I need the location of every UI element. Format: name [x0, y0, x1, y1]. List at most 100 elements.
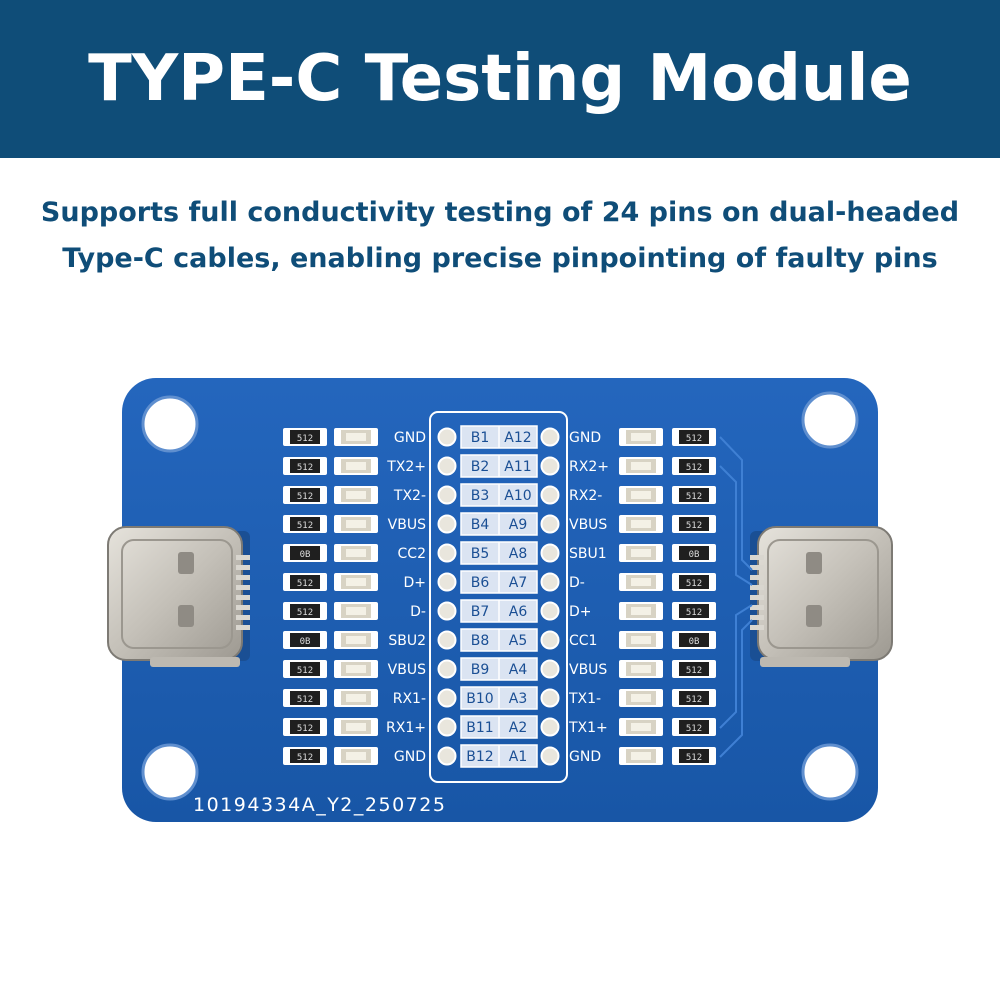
left-signal-label: D+	[403, 575, 426, 591]
a-pin-label: A12	[504, 430, 531, 446]
resistor	[290, 662, 320, 676]
resistor	[290, 488, 320, 502]
right-signal-label: SBU1	[569, 546, 607, 562]
mounting-hole	[141, 743, 199, 801]
resistor	[679, 633, 709, 647]
b-pin-label: B4	[471, 517, 490, 533]
led-lens	[346, 723, 366, 731]
b-pin-label: B7	[471, 604, 490, 620]
right-signal-label: TX1-	[568, 691, 601, 707]
led-lens	[346, 607, 366, 615]
resistor	[290, 720, 320, 734]
led-lens	[631, 723, 651, 731]
pin-header-outline	[429, 411, 568, 783]
solder-pad	[540, 427, 560, 447]
solder-pad	[437, 659, 457, 679]
resistor	[290, 691, 320, 705]
resistor	[679, 459, 709, 473]
usb-c-connector-left	[107, 526, 250, 667]
resistor-marking: 0B	[689, 550, 700, 560]
left-signal-label: TX2+	[386, 459, 426, 475]
led-lens	[631, 433, 651, 441]
pcb-traces	[719, 436, 753, 758]
b-pin-label: B12	[466, 749, 493, 765]
solder-pad	[437, 601, 457, 621]
resistor	[679, 720, 709, 734]
led-lens	[346, 665, 366, 673]
left-signal-label: RX1-	[393, 691, 426, 707]
a-pin-label: A3	[509, 691, 527, 707]
right-signal-label: D-	[569, 575, 585, 591]
led-lens	[346, 433, 366, 441]
left-signal-label: D-	[410, 604, 426, 620]
resistor	[290, 633, 320, 647]
subtitle: Supports full conductivity testing of 24…	[0, 190, 1000, 282]
right-signal-label: VBUS	[569, 662, 607, 678]
resistor-marking: 512	[686, 724, 702, 734]
led-lens	[631, 520, 651, 528]
resistor	[679, 517, 709, 531]
led-lens	[346, 752, 366, 760]
solder-pad	[437, 572, 457, 592]
subtitle-line-2: Type-C cables, enabling precise pinpoint…	[62, 243, 938, 274]
solder-pad	[540, 456, 560, 476]
b-pin-label: B11	[466, 720, 493, 736]
solder-pad	[437, 514, 457, 534]
solder-pad	[437, 456, 457, 476]
resistor-marking: 512	[297, 579, 313, 589]
left-signal-label: VBUS	[388, 517, 426, 533]
resistor	[679, 604, 709, 618]
left-signal-label: SBU2	[388, 633, 426, 649]
resistor	[679, 662, 709, 676]
a-pin-label: A2	[509, 720, 527, 736]
resistor-marking: 512	[297, 608, 313, 618]
b-pin-label: B8	[471, 633, 490, 649]
resistor-marking: 512	[686, 579, 702, 589]
usb-c-connector-right	[750, 526, 893, 667]
resistor-marking: 512	[686, 463, 702, 473]
right-signal-label: GND	[569, 430, 601, 446]
led-lens	[346, 578, 366, 586]
resistor-marking: 512	[297, 695, 313, 705]
a-pin-label: A11	[504, 459, 531, 475]
resistor-marking: 512	[297, 463, 313, 473]
led-lens	[631, 491, 651, 499]
resistor	[290, 749, 320, 763]
led-lens	[346, 549, 366, 557]
resistor-marking: 512	[686, 666, 702, 676]
solder-pad	[540, 746, 560, 766]
resistor	[290, 604, 320, 618]
a-pin-label: A6	[509, 604, 528, 620]
resistor	[290, 546, 320, 560]
b-pin-label: B3	[471, 488, 490, 504]
resistor	[679, 488, 709, 502]
solder-pad	[540, 717, 560, 737]
a-pin-label: A7	[509, 575, 527, 591]
led-lens	[631, 752, 651, 760]
resistor-marking: 0B	[689, 637, 700, 647]
resistor-marking: 0B	[300, 550, 311, 560]
led-lens	[631, 578, 651, 586]
led-lens	[631, 549, 651, 557]
led-lens	[346, 636, 366, 644]
a-pin-label: A5	[509, 633, 527, 649]
led-lens	[631, 462, 651, 470]
led-lens	[346, 694, 366, 702]
a-pin-label: A8	[509, 546, 527, 562]
led-lens	[346, 462, 366, 470]
a-pin-label: A9	[509, 517, 527, 533]
page-title: TYPE-C Testing Module	[88, 42, 912, 116]
resistor	[290, 517, 320, 531]
led-lens	[631, 665, 651, 673]
left-signal-label: TX2-	[393, 488, 426, 504]
solder-pad	[540, 485, 560, 505]
led-lens	[346, 491, 366, 499]
resistor	[290, 459, 320, 473]
left-signal-label: GND	[394, 430, 426, 446]
resistor	[679, 575, 709, 589]
resistor-marking: 512	[297, 666, 313, 676]
resistor	[290, 430, 320, 444]
led-lens	[631, 607, 651, 615]
resistor-marking: 512	[297, 521, 313, 531]
